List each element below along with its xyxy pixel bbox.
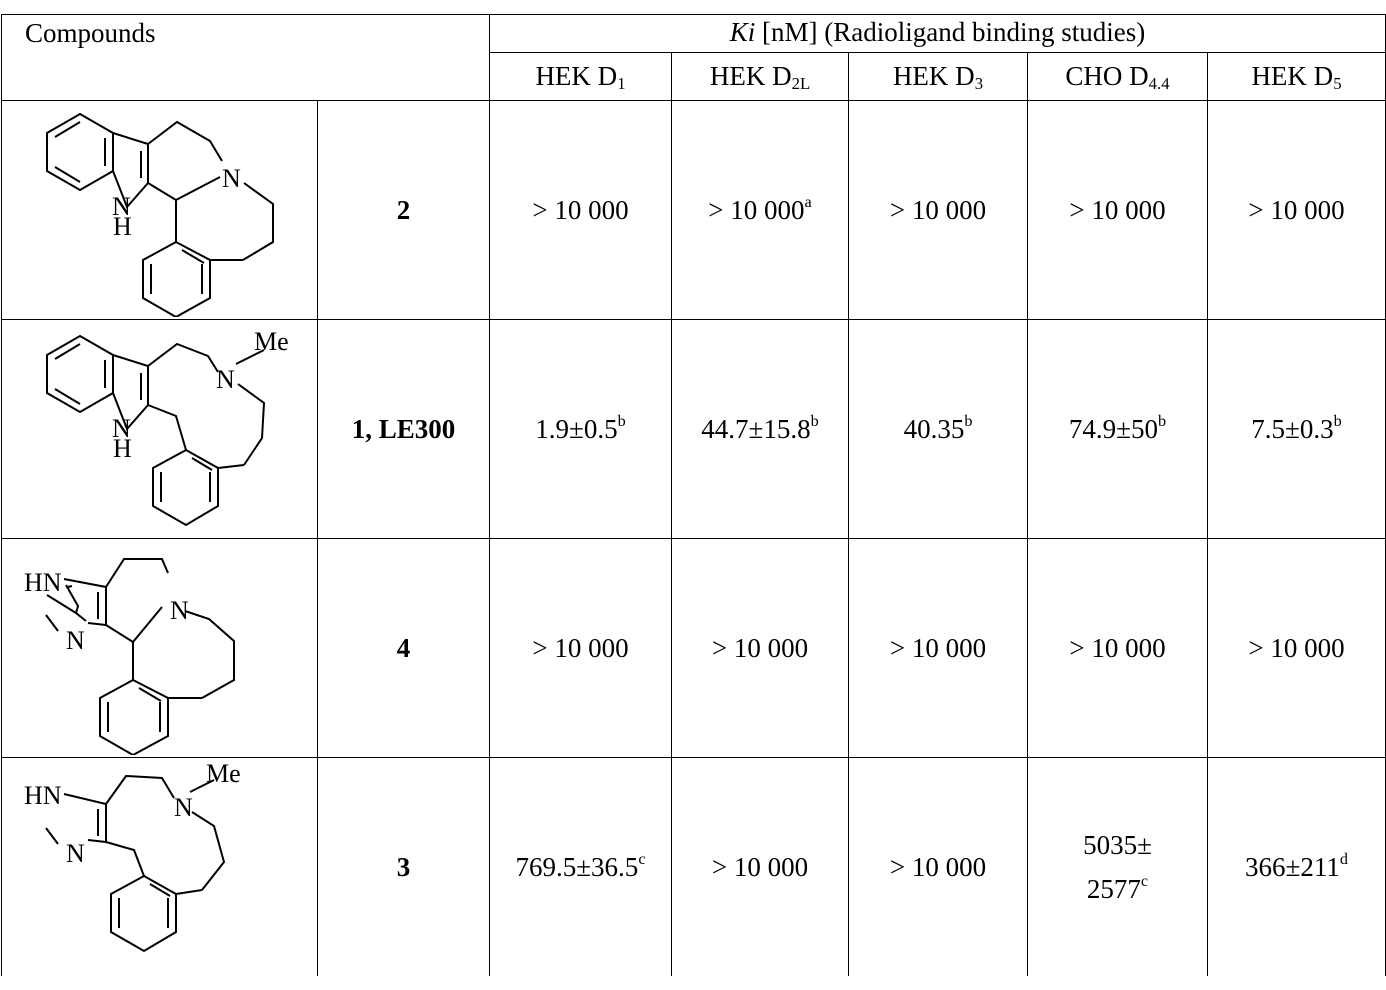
- nitrogen-atom-label: N: [66, 839, 85, 868]
- ki-value-cell: 74.9±50b: [1027, 319, 1208, 539]
- ki-symbol: Ki: [729, 17, 756, 47]
- hydrogen-atom-label: H: [113, 434, 132, 463]
- compound-label: 4: [317, 538, 490, 758]
- column-header: HEK D3: [848, 52, 1028, 101]
- nitrogen-atom-label: N: [174, 793, 193, 822]
- ki-value-cell: > 10 000: [489, 538, 672, 758]
- imidazole-fused-quinolizine-structure-icon: N HN N: [24, 558, 235, 755]
- ki-value-cell: 44.7±15.8b: [671, 319, 849, 539]
- ki-value-cell: 5035±2577c: [1027, 757, 1208, 976]
- ki-value-cell: 1.9±0.5b: [489, 319, 672, 539]
- nitrogen-atom-label: N: [112, 192, 131, 221]
- nitrogen-atom-label: N: [66, 626, 85, 655]
- ki-header-text: [nM] (Radioligand binding studies): [755, 17, 1146, 47]
- ki-value-cell: 40.35b: [848, 319, 1028, 539]
- column-header: HEK D1: [489, 52, 672, 101]
- ki-value-cell: > 10 000: [1207, 100, 1386, 320]
- ki-header: Ki [nM] (Radioligand binding studies): [489, 14, 1386, 53]
- imidazole-azecine-structure-icon: N Me HN N: [24, 759, 241, 953]
- methyl-label: Me: [206, 759, 241, 788]
- table-row: N Me HN N 3 769.5±36.5c > 10 000 > 10 00…: [1, 757, 1386, 976]
- imidazole-nh-label: HN: [24, 568, 62, 597]
- nitrogen-atom-label: N: [170, 596, 189, 625]
- ki-value-cell: > 10 000: [1027, 100, 1208, 320]
- structure-cell: N HN N: [1, 538, 318, 758]
- compounds-label: Compounds: [25, 18, 156, 48]
- hydrogen-atom-label: H: [113, 212, 132, 241]
- ki-value-cell: 769.5±36.5c: [489, 757, 672, 976]
- compound-label: 2: [317, 100, 490, 320]
- column-header: HEK D5: [1207, 52, 1386, 101]
- table-row: N N H 2 > 10 000 > 10 000a > 10 000 > 10…: [1, 100, 1386, 320]
- ki-value-cell: 366±211d: [1207, 757, 1386, 976]
- column-header: HEK D2L: [671, 52, 849, 101]
- column-header: CHO D4.4: [1027, 52, 1208, 101]
- table-row: N Me N H 1, LE300 1.9±0.5b 44.7±15.8b 40…: [1, 319, 1386, 539]
- compounds-header: Compounds: [1, 14, 490, 101]
- header-row-1: Compounds Ki [nM] (Radioligand binding s…: [1, 14, 1386, 101]
- nitrogen-atom-label: N: [222, 164, 241, 193]
- methyl-label: Me: [254, 327, 289, 356]
- structure-cell: N N H: [1, 100, 318, 320]
- header-row-2: HEK D1 HEK D2L HEK D3 CHO D4.4 HEK D5: [2, 52, 1386, 101]
- structure-cell: N Me N H: [1, 319, 318, 539]
- ki-value-cell: > 10 000: [1027, 538, 1208, 758]
- nitrogen-atom-label: N: [112, 414, 131, 443]
- ki-value-cell: 7.5±0.3b: [1207, 319, 1386, 539]
- compound-label: 1, LE300: [317, 319, 490, 539]
- table-row: N HN N 4 > 10 000 > 10 000 > 10 000 > 10…: [1, 538, 1386, 758]
- binding-data-table: Compounds Ki [nM] (Radioligand binding s…: [1, 14, 1386, 976]
- ki-value-cell: > 10 000: [489, 100, 672, 320]
- imidazole-nh-label: HN: [24, 781, 62, 810]
- ki-value-cell: > 10 000: [671, 757, 849, 976]
- ki-value-cell: > 10 000: [848, 100, 1028, 320]
- ki-value-cell: > 10 000a: [671, 100, 849, 320]
- indole-azecine-structure-icon: N Me N H: [46, 327, 289, 527]
- ki-value-cell: > 10 000: [671, 538, 849, 758]
- structure-cell: N Me HN N: [1, 757, 318, 976]
- ki-value-cell: > 10 000: [848, 538, 1028, 758]
- compound-label: 3: [317, 757, 490, 976]
- indole-fused-quinolizine-structure-icon: N N H: [46, 112, 274, 317]
- ki-value-cell: > 10 000: [848, 757, 1028, 976]
- ki-value-cell: > 10 000: [1207, 538, 1386, 758]
- nitrogen-atom-label: N: [216, 365, 235, 394]
